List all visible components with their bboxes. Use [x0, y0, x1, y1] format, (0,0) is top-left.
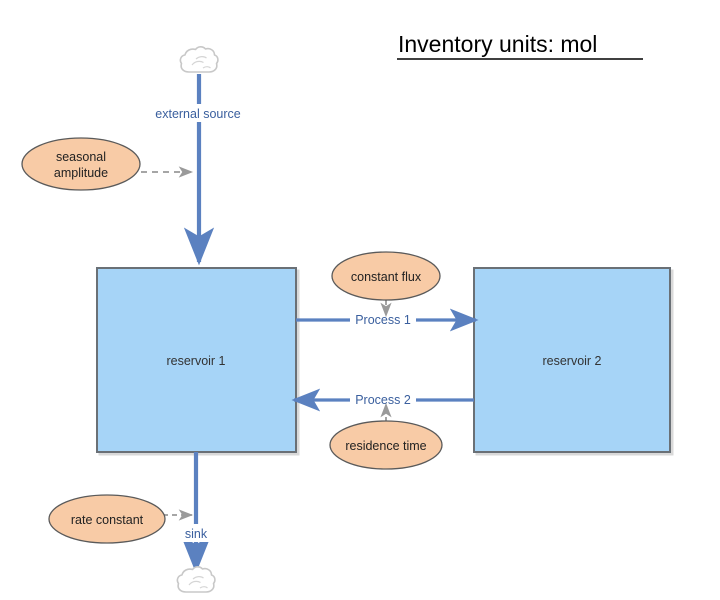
flux-process-1[interactable]: Process 1: [296, 308, 479, 332]
parameter-rate-constant[interactable]: rate constant: [48, 494, 194, 544]
reservoir-2[interactable]: reservoir 2: [473, 267, 671, 453]
parameter-seasonal-amplitude[interactable]: seasonal amplitude: [21, 137, 194, 191]
reservoir-1-box[interactable]: [96, 267, 297, 453]
reservoir-1[interactable]: reservoir 1: [96, 267, 297, 453]
external-source-label-bg: [148, 104, 250, 122]
parameter-residence-time[interactable]: residence time: [329, 402, 443, 470]
flux-sink[interactable]: sink: [175, 452, 217, 574]
residence-time-ellipse[interactable]: [329, 420, 443, 470]
seasonal-amplitude-label-line1: seasonal: [56, 150, 106, 164]
rate-constant-ellipse[interactable]: [48, 494, 166, 544]
rate-constant-label: rate constant: [71, 513, 144, 527]
constant-flux-label: constant flux: [351, 270, 422, 284]
seasonal-amplitude-ellipse[interactable]: [21, 137, 141, 191]
page-title-text: Inventory units: mol: [398, 31, 597, 57]
reservoir-2-label: reservoir 2: [542, 354, 601, 368]
residence-time-label: residence time: [345, 439, 426, 453]
constant-flux-ellipse[interactable]: [331, 251, 441, 301]
reservoir-2-box[interactable]: [473, 267, 671, 453]
external-source-label: external source: [155, 107, 241, 121]
seasonal-amplitude-label-line2: amplitude: [54, 166, 108, 180]
flux-external-source[interactable]: external source: [148, 74, 250, 266]
reservoir-1-label: reservoir 1: [166, 354, 225, 368]
flux-process-2[interactable]: Process 2: [291, 388, 474, 412]
sink-label-bg: [175, 524, 217, 542]
page-title: Inventory units: mol: [397, 31, 643, 60]
sink-label: sink: [185, 527, 208, 541]
process-1-label: Process 1: [355, 313, 411, 327]
source-cloud-icon: [179, 46, 219, 73]
process-1-label-bg: [350, 311, 416, 329]
process-2-label-bg: [350, 391, 416, 409]
sink-cloud-icon: [176, 566, 216, 593]
process-2-label: Process 2: [355, 393, 411, 407]
parameter-constant-flux[interactable]: constant flux: [331, 251, 441, 318]
